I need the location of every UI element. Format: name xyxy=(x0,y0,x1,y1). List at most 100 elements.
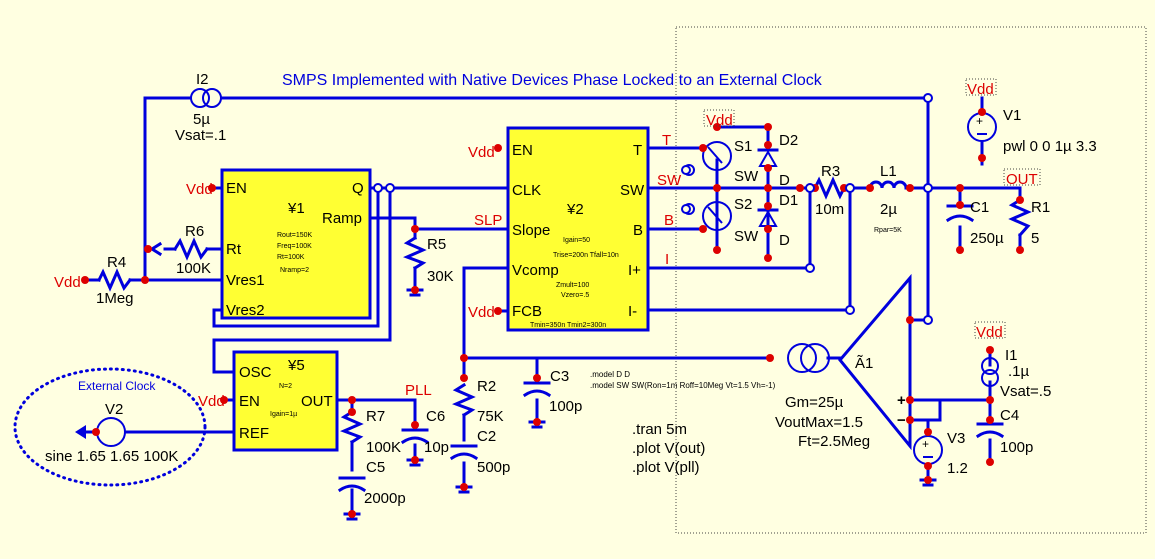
net-vdd-y2-en: Vdd xyxy=(468,144,495,161)
junction-markers xyxy=(81,108,1024,518)
voltage-source-v2[interactable]: External Clock V2 sine 1.65 1.65 100K xyxy=(13,367,207,487)
page-title: SMPS Implemented with Native Devices Pha… xyxy=(282,72,823,89)
y1-pin-vres1: Vres1 xyxy=(226,272,265,289)
current-source-i1[interactable]: I1 .1µ Vsat=.5 xyxy=(981,347,1051,400)
y1-param-rout: Rout=150K xyxy=(277,232,313,239)
net-vdd-i1: Vdd xyxy=(976,324,1003,341)
i2-name: I2 xyxy=(196,71,209,88)
r4-name: R4 xyxy=(107,254,126,271)
capacitor-c4[interactable]: C4 100p xyxy=(975,407,1033,456)
net-b: B xyxy=(664,212,674,229)
r2-name: R2 xyxy=(477,378,496,395)
external-clock-outline xyxy=(13,367,207,487)
switch-s1[interactable]: S1 SW xyxy=(683,138,759,185)
y2-param-tmin: Tmin=350n Tmin2=300n xyxy=(530,322,606,329)
y5-pin-out: OUT xyxy=(301,393,333,410)
y1-name: ¥1 xyxy=(287,200,305,217)
resistor-r6[interactable]: R6 100K xyxy=(149,223,211,277)
y1-pin-ramp: Ramp xyxy=(322,210,362,227)
c4-value: 100p xyxy=(1000,439,1033,456)
net-vdd-y1-en: Vdd xyxy=(186,181,213,198)
switch-s2[interactable]: S2 SW xyxy=(683,196,759,245)
resistor-r3[interactable]: R3 10m xyxy=(812,163,847,218)
y2-pin-t: T xyxy=(633,142,642,159)
resistor-r1[interactable]: R1 5 xyxy=(1008,197,1050,247)
capacitor-c5[interactable]: C5 2000p xyxy=(337,459,406,521)
r4-value: 1Meg xyxy=(96,290,134,307)
a1-param-voutmax: VoutMax=1.5 xyxy=(775,414,863,431)
directive-plot-pll: .plot V(pll) xyxy=(632,459,700,476)
c2-value: 500p xyxy=(477,459,510,476)
current-source-i2[interactable]: I2 5µ Vsat=.1 xyxy=(175,71,226,144)
y5-pin-ref: REF xyxy=(239,425,269,442)
y2-pin-sw: SW xyxy=(620,182,645,199)
l1-rpar: Rpar=5K xyxy=(874,227,902,234)
v3-value: 1.2 xyxy=(947,460,968,477)
c5-value: 2000p xyxy=(364,490,406,507)
y1-pin-q: Q xyxy=(352,180,364,197)
y1-param-nramp: Nramp=2 xyxy=(280,267,309,274)
d2-model: D xyxy=(779,172,790,189)
r6-name: R6 xyxy=(185,223,204,240)
v3-plus: + xyxy=(922,437,929,451)
c3-name: C3 xyxy=(550,368,569,385)
y5-pin-osc: OSC xyxy=(239,364,272,381)
y2-param-trise: Trise=200n Tfall=10n xyxy=(553,252,619,259)
net-i: I xyxy=(665,251,669,268)
diode-d2[interactable]: D2 D xyxy=(757,132,798,189)
resistor-r4[interactable]: R4 1Meg xyxy=(96,254,134,307)
v1-plus: + xyxy=(976,114,983,128)
y1-pin-rt: Rt xyxy=(226,241,242,258)
net-sw: SW xyxy=(657,172,682,189)
ota-a1[interactable]: Ã1 Gm=25µ VoutMax=1.5 Ft=2.5Meg + − xyxy=(775,273,912,451)
net-labels: Vdd Vdd Vdd Vdd Vdd Vdd Vdd Vdd T SW B S… xyxy=(54,81,1038,410)
s2-model: SW xyxy=(734,228,759,245)
d1-model: D xyxy=(779,232,790,249)
vdd-boxes xyxy=(703,78,1041,339)
y5-param-igain: Igain=1µ xyxy=(270,411,297,418)
capacitor-c2[interactable]: C2 500p xyxy=(449,428,510,494)
voltage-source-v3[interactable]: + V3 1.2 xyxy=(913,430,968,477)
block-y5[interactable]: ¥5 OSC EN REF OUT N=2 Igain=1µ xyxy=(232,350,339,452)
y2-pin-en: EN xyxy=(512,142,533,159)
v1-value: pwl 0 0 1µ 3.3 xyxy=(1003,138,1097,155)
y1-param-rt: Rt=100K xyxy=(277,254,305,261)
v1-name: V1 xyxy=(1003,107,1021,124)
y2-param-zmult: Zmult=100 xyxy=(556,282,589,289)
capacitor-c6[interactable]: C6 10p xyxy=(400,408,449,467)
net-vdd-r4: Vdd xyxy=(54,274,81,291)
resistor-r7[interactable]: R7 100K xyxy=(340,408,401,456)
directive-model-sw: .model SW SW(Ron=1m Roff=10Meg Vt=1.5 Vh… xyxy=(590,381,776,390)
spice-directives: .model D D .model SW SW(Ron=1m Roff=10Me… xyxy=(590,370,776,476)
net-t: T xyxy=(662,132,671,149)
y2-pin-iminus: I- xyxy=(628,303,637,320)
diode-d1[interactable]: D1 D xyxy=(757,192,798,249)
a1-plus-sign: + xyxy=(897,392,906,409)
c2-name: C2 xyxy=(477,428,496,445)
y2-name: ¥2 xyxy=(566,201,584,218)
y2-pin-b: B xyxy=(633,222,643,239)
wire-junction-rings xyxy=(373,93,933,325)
a1-param-gm: Gm=25µ xyxy=(785,394,844,411)
net-vdd-s1: Vdd xyxy=(706,112,733,129)
d2-name: D2 xyxy=(779,132,798,149)
c1-value: 250µ xyxy=(970,230,1004,247)
y5-param-n: N=2 xyxy=(279,383,292,390)
net-vdd-v1: Vdd xyxy=(967,81,994,98)
inductor-l1[interactable]: L1 2µ Rpar=5K xyxy=(868,163,912,234)
resistor-r5[interactable]: R5 30K xyxy=(403,235,454,297)
resistor-r2[interactable]: R2 75K xyxy=(452,378,504,425)
l1-value: 2µ xyxy=(880,201,897,218)
region-box xyxy=(675,26,1147,534)
c1-name: C1 xyxy=(970,199,989,216)
voltage-source-v1[interactable]: + V1 pwl 0 0 1µ 3.3 xyxy=(967,107,1097,155)
y1-pin-en: EN xyxy=(226,180,247,197)
block-y2[interactable]: ¥2 EN CLK Slope Vcomp FCB T SW B I+ I- I… xyxy=(506,126,650,332)
block-y1[interactable]: ¥1 EN Rt Vres1 Vres2 Q Ramp Rout=150K Fr… xyxy=(220,168,372,320)
capacitor-c3[interactable]: C3 100p xyxy=(522,368,582,429)
i1-vsat: Vsat=.5 xyxy=(1000,383,1051,400)
r6-value: 100K xyxy=(176,260,211,277)
directive-tran: .tran 5m xyxy=(632,421,687,438)
a1-name: Ã1 xyxy=(855,355,873,372)
y2-pin-fcb: FCB xyxy=(512,303,542,320)
